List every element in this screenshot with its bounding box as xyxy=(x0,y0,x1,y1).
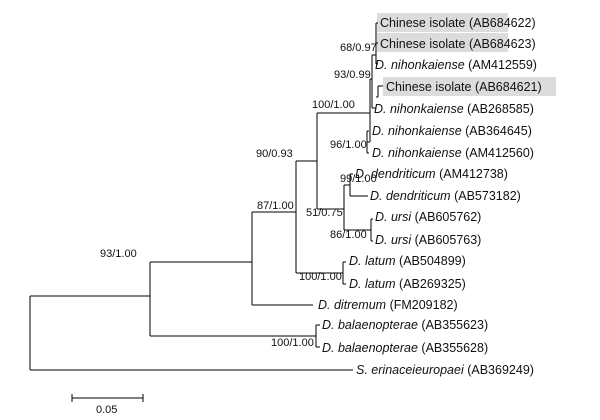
taxon-genus: D. xyxy=(349,277,362,291)
taxon-genus: S. xyxy=(356,363,368,377)
taxon-label: Chinese isolate (AB684623) xyxy=(380,37,536,51)
taxon-species: ditremum xyxy=(334,298,386,312)
taxon-species: Chinese isolate xyxy=(380,37,466,51)
taxon-genus: D. xyxy=(349,254,362,268)
taxon-label: D. nihonkaiense (AM412560) xyxy=(372,146,534,160)
taxon-species: Chinese isolate xyxy=(386,80,472,94)
taxon-species: balaenopterae xyxy=(338,318,418,332)
support-latum: 100/1.00 xyxy=(299,271,342,283)
taxon-accession: (AB605762) xyxy=(415,210,482,224)
taxon-species: nihonkaiense xyxy=(391,58,465,72)
scale-bar-label: 0.05 xyxy=(96,404,117,416)
highlight-box xyxy=(383,77,556,96)
taxon-genus: D. xyxy=(375,58,388,72)
taxon-accession: (AB355628) xyxy=(421,341,488,355)
taxon-genus: D. xyxy=(372,124,385,138)
support-nihonkaiense-main: 100/1.00 xyxy=(312,99,355,111)
highlight-box xyxy=(377,33,508,52)
support-values: 68/0.97 93/0.99 100/1.00 96/1.00 90/0.93… xyxy=(100,42,377,349)
taxon-labels: Chinese isolate (AB684622)Chinese isolat… xyxy=(318,16,542,377)
taxon-genus: D. xyxy=(355,167,368,181)
taxon-label: D. ursi (AB605763) xyxy=(375,233,481,247)
taxon-accession: (AB605763) xyxy=(415,233,482,247)
taxon-label: Chinese isolate (AB684622) xyxy=(380,16,536,30)
taxon-species: dendriticum xyxy=(371,167,436,181)
support-dendriticum-ursi: 51/0.75 xyxy=(306,207,343,219)
taxon-species: Chinese isolate xyxy=(380,16,466,30)
taxon-label: S. erinaceieuropaei (AB369249) xyxy=(356,363,534,377)
support-ursi: 86/1.00 xyxy=(330,229,367,241)
taxon-genus: D. xyxy=(372,146,385,160)
taxon-label: D. nihonkaiense (AB268585) xyxy=(374,102,534,116)
taxon-accession: (AB369249) xyxy=(467,363,534,377)
taxon-species: dendriticum xyxy=(386,189,451,203)
taxon-label: D. dendriticum (AB573182) xyxy=(370,189,521,203)
taxon-label: D. latum (AB504899) xyxy=(349,254,466,268)
taxon-accession: (AB364645) xyxy=(465,124,532,138)
taxon-genus: D. xyxy=(375,210,388,224)
taxon-accession: (AM412559) xyxy=(468,58,537,72)
taxon-accession: (AB684621) xyxy=(475,80,542,94)
taxon-label: D. balaenopterae (AB355628) xyxy=(322,341,488,355)
taxon-genus: D. xyxy=(374,102,387,116)
support-balaenopterae: 100/1.00 xyxy=(271,337,314,349)
taxon-accession: (AB355623) xyxy=(421,318,488,332)
taxon-label: D. ursi (AB605762) xyxy=(375,210,481,224)
taxon-genus: D. xyxy=(322,341,335,355)
support-nihonkaiense-inner: 93/0.99 xyxy=(334,69,371,81)
taxon-accession: (AB573182) xyxy=(454,189,521,203)
tree-branches xyxy=(29,22,383,371)
taxon-species: nihonkaiense xyxy=(388,146,462,160)
taxon-accession: (AM412560) xyxy=(465,146,534,160)
taxon-accession: (AB268585) xyxy=(467,102,534,116)
taxon-accession: (AM412738) xyxy=(439,167,508,181)
taxon-genus: D. xyxy=(370,189,383,203)
taxon-species: nihonkaiense xyxy=(390,102,464,116)
support-dendriticum: 99/1.00 xyxy=(340,173,377,185)
support-ingroup-core: 90/0.93 xyxy=(256,148,293,160)
taxon-label: D. nihonkaiense (AM412559) xyxy=(375,58,537,72)
taxon-species: latum xyxy=(365,254,396,268)
taxon-species: erinaceieuropaei xyxy=(371,363,465,377)
taxon-accession: (AB504899) xyxy=(399,254,466,268)
taxon-label: D. dendriticum (AM412738) xyxy=(355,167,508,181)
highlight-box xyxy=(377,13,508,32)
support-with-balaenopterae: 93/1.00 xyxy=(100,248,137,260)
taxon-label: D. nihonkaiense (AB364645) xyxy=(372,124,532,138)
taxon-species: balaenopterae xyxy=(338,341,418,355)
support-nihonkaiense-pair: 96/1.00 xyxy=(330,139,367,151)
taxon-genus: D. xyxy=(322,318,335,332)
taxon-accession: (AB684623) xyxy=(469,37,536,51)
support-with-latum: 87/1.00 xyxy=(257,200,294,212)
taxon-accession: (FM209182) xyxy=(390,298,458,312)
taxon-species: latum xyxy=(365,277,396,291)
support-chinese-pair: 68/0.97 xyxy=(340,42,377,54)
taxon-species: ursi xyxy=(391,233,412,247)
taxon-species: ursi xyxy=(391,210,412,224)
taxon-species: nihonkaiense xyxy=(388,124,462,138)
taxon-label: Chinese isolate (AB684621) xyxy=(386,80,542,94)
taxon-genus: D. xyxy=(375,233,388,247)
taxon-accession: (AB269325) xyxy=(399,277,466,291)
taxon-label: D. ditremum (FM209182) xyxy=(318,298,458,312)
taxon-label: D. latum (AB269325) xyxy=(349,277,466,291)
scale-bar: 0.05 xyxy=(71,394,144,416)
taxon-accession: (AB684622) xyxy=(469,16,536,30)
taxon-label: D. balaenopterae (AB355623) xyxy=(322,318,488,332)
taxon-genus: D. xyxy=(318,298,331,312)
